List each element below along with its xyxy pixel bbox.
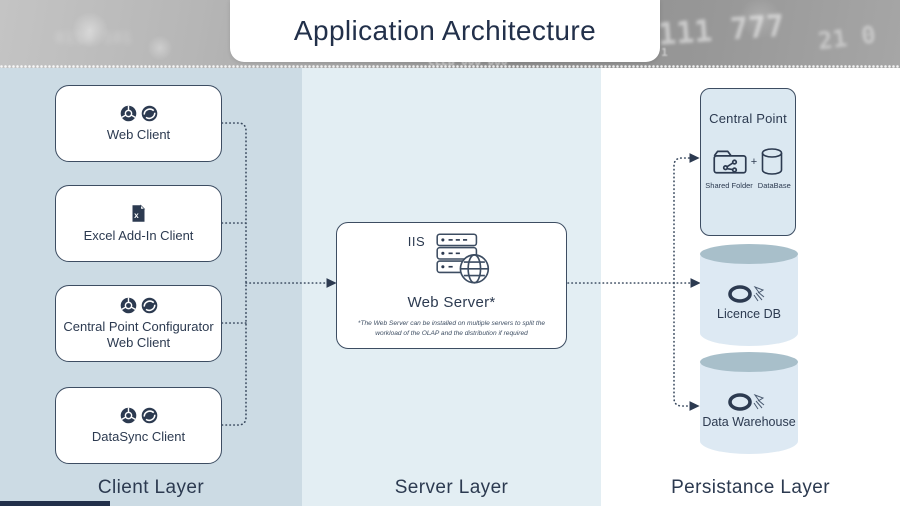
excel-file-icon: x [132, 204, 146, 222]
central-point-title: Central Point [709, 111, 787, 126]
iis-label: IIS [407, 234, 426, 249]
persistance-layer-label: Persistance Layer [671, 477, 830, 498]
server-layer-label: Server Layer [394, 477, 509, 498]
sql-server-icon [727, 389, 771, 413]
shared-folder-icon [713, 150, 747, 174]
plus-sign: + [750, 155, 758, 168]
chrome-browser-icon [120, 407, 136, 423]
data-warehouse-cylinder: Data Warehouse [700, 352, 798, 454]
browser-icons [120, 407, 158, 424]
web-server-box: IIS [336, 222, 567, 349]
sql-server-icon [728, 285, 765, 303]
page-title: Application Architecture [293, 15, 597, 46]
browser-icons [120, 297, 158, 314]
decor-digits: 0110 101 [55, 28, 133, 47]
central-point-box: Central Point + [700, 88, 796, 236]
decor-digits: 21 0 [816, 20, 878, 56]
sql-server-icon [727, 281, 771, 305]
edge-browser-icon [141, 297, 157, 314]
cylinder-top [700, 244, 798, 264]
chrome-browser-icon [120, 297, 136, 314]
client-layer-label: Client Layer [97, 477, 205, 498]
chrome-browser-icon [120, 105, 136, 121]
web-server-title: Web Server* [407, 294, 496, 311]
edge-browser-icon [141, 407, 157, 423]
cylinder-top [700, 352, 798, 372]
browser-icons [120, 105, 158, 122]
database-label: DataBase [757, 181, 791, 190]
excel-file-icon: x [131, 204, 146, 223]
client-box-label: DataSync Client [91, 428, 186, 444]
edge-browser-icon [141, 105, 157, 121]
shared-folder-label: Shared Folder [705, 181, 753, 190]
data-warehouse-label: Data Warehouse [702, 415, 796, 429]
licence-db-cylinder: Licence DB [700, 244, 798, 346]
client-box-label: Web Client [106, 126, 171, 142]
client-box-excel-addin: x Excel Add-In Client [55, 185, 222, 262]
bottom-accent-bar [0, 501, 110, 506]
web-server-footnote: *The Web Server can be installed on mult… [357, 320, 546, 337]
client-box-label: Excel Add-In Client [83, 227, 194, 243]
client-box-web-client: Web Client [55, 85, 222, 162]
licence-db-label: Licence DB [717, 307, 781, 321]
database-icon [761, 148, 783, 175]
client-box-central-point-configurator: Central Point Configurator Web Client [55, 285, 222, 362]
client-box-datasync: DataSync Client [55, 387, 222, 464]
sql-server-icon [728, 393, 765, 411]
excel-letter: x [134, 211, 139, 220]
title-box: Application Architecture [230, 0, 660, 62]
iis-server-globe-icon [436, 233, 490, 284]
client-box-label: Central Point Configurator Web Client [63, 318, 214, 350]
